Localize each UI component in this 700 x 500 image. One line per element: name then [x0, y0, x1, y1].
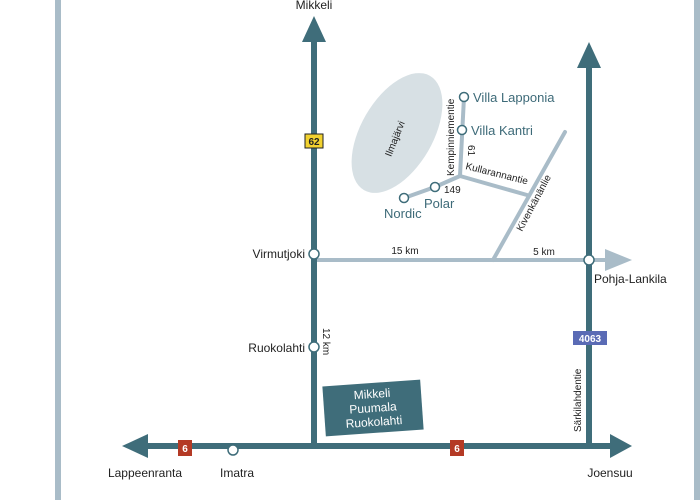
junction-imatra — [227, 444, 239, 456]
label-nordic: Nordic — [384, 206, 422, 221]
label-sarkilahdentie: Särkilahdentie — [573, 368, 584, 432]
info-box-line2: Puumala — [349, 399, 398, 416]
label-villa-kantri: Villa Kantri — [471, 123, 533, 138]
label-road-149: 149 — [444, 185, 461, 196]
arrow-north-4063 — [577, 42, 601, 68]
marker-polar — [429, 181, 441, 193]
right-border — [694, 0, 700, 500]
junctions — [227, 91, 595, 456]
label-distance-15km: 15 km — [391, 246, 418, 257]
lake-ilmajarvi — [351, 73, 443, 193]
label-polar: Polar — [424, 196, 455, 211]
junction-pohja-lankila — [583, 254, 595, 266]
badge-6-left-text: 6 — [182, 444, 188, 455]
label-kullarannantie: Kullarannantie — [464, 161, 529, 187]
label-virmutjoki: Virmutjoki — [253, 247, 305, 261]
label-kempinniementie: Kempinniementie — [446, 98, 457, 176]
road-nordic — [402, 185, 437, 200]
badge-62-text: 62 — [308, 137, 320, 148]
junction-virmutjoki — [308, 248, 320, 260]
badge-6-left — [178, 440, 192, 456]
badge-4063 — [573, 331, 607, 345]
road-kullarannantie — [458, 174, 529, 197]
label-distance-12km: 12 km — [320, 328, 331, 355]
marker-villa-kantri — [456, 124, 468, 136]
road-kivenkananlie — [491, 130, 567, 262]
junction-ruokolahti — [308, 341, 320, 353]
label-villa-lapponia: Villa Lapponia — [473, 90, 555, 105]
left-border — [55, 0, 61, 500]
info-box-bg — [322, 379, 424, 437]
label-ruokolahti: Ruokolahti — [248, 341, 305, 355]
badge-6-center-text: 6 — [454, 444, 460, 455]
road-kempinniementie — [458, 95, 466, 178]
marker-nordic — [398, 192, 410, 204]
label-road-61: 61 — [465, 145, 476, 157]
label-joensuu: Joensuu — [587, 466, 632, 480]
arrow-west-lappeenranta — [122, 434, 148, 458]
info-box-line3: Ruokolahti — [345, 413, 403, 431]
label-distance-5km: 5 km — [533, 247, 555, 258]
minor-roads — [312, 95, 607, 262]
arrow-east-light — [605, 249, 632, 271]
info-box-line1: Mikkeli — [353, 386, 391, 403]
label-pohja-lankila: Pohja-Lankila — [594, 272, 667, 286]
arrow-east-joensuu — [610, 434, 632, 458]
badge-62 — [304, 133, 324, 149]
arrow-north-mikkeli — [302, 16, 326, 42]
badge-4063-text: 4063 — [579, 334, 602, 345]
label-lappeenranta: Lappeenranta — [108, 466, 182, 480]
badge-6-center — [450, 440, 464, 456]
label-mikkeli: Mikkeli — [296, 0, 333, 12]
marker-villa-lapponia — [458, 91, 470, 103]
info-box: Mikkeli Puumala Ruokolahti — [322, 379, 424, 437]
label-imatra: Imatra — [220, 466, 254, 480]
